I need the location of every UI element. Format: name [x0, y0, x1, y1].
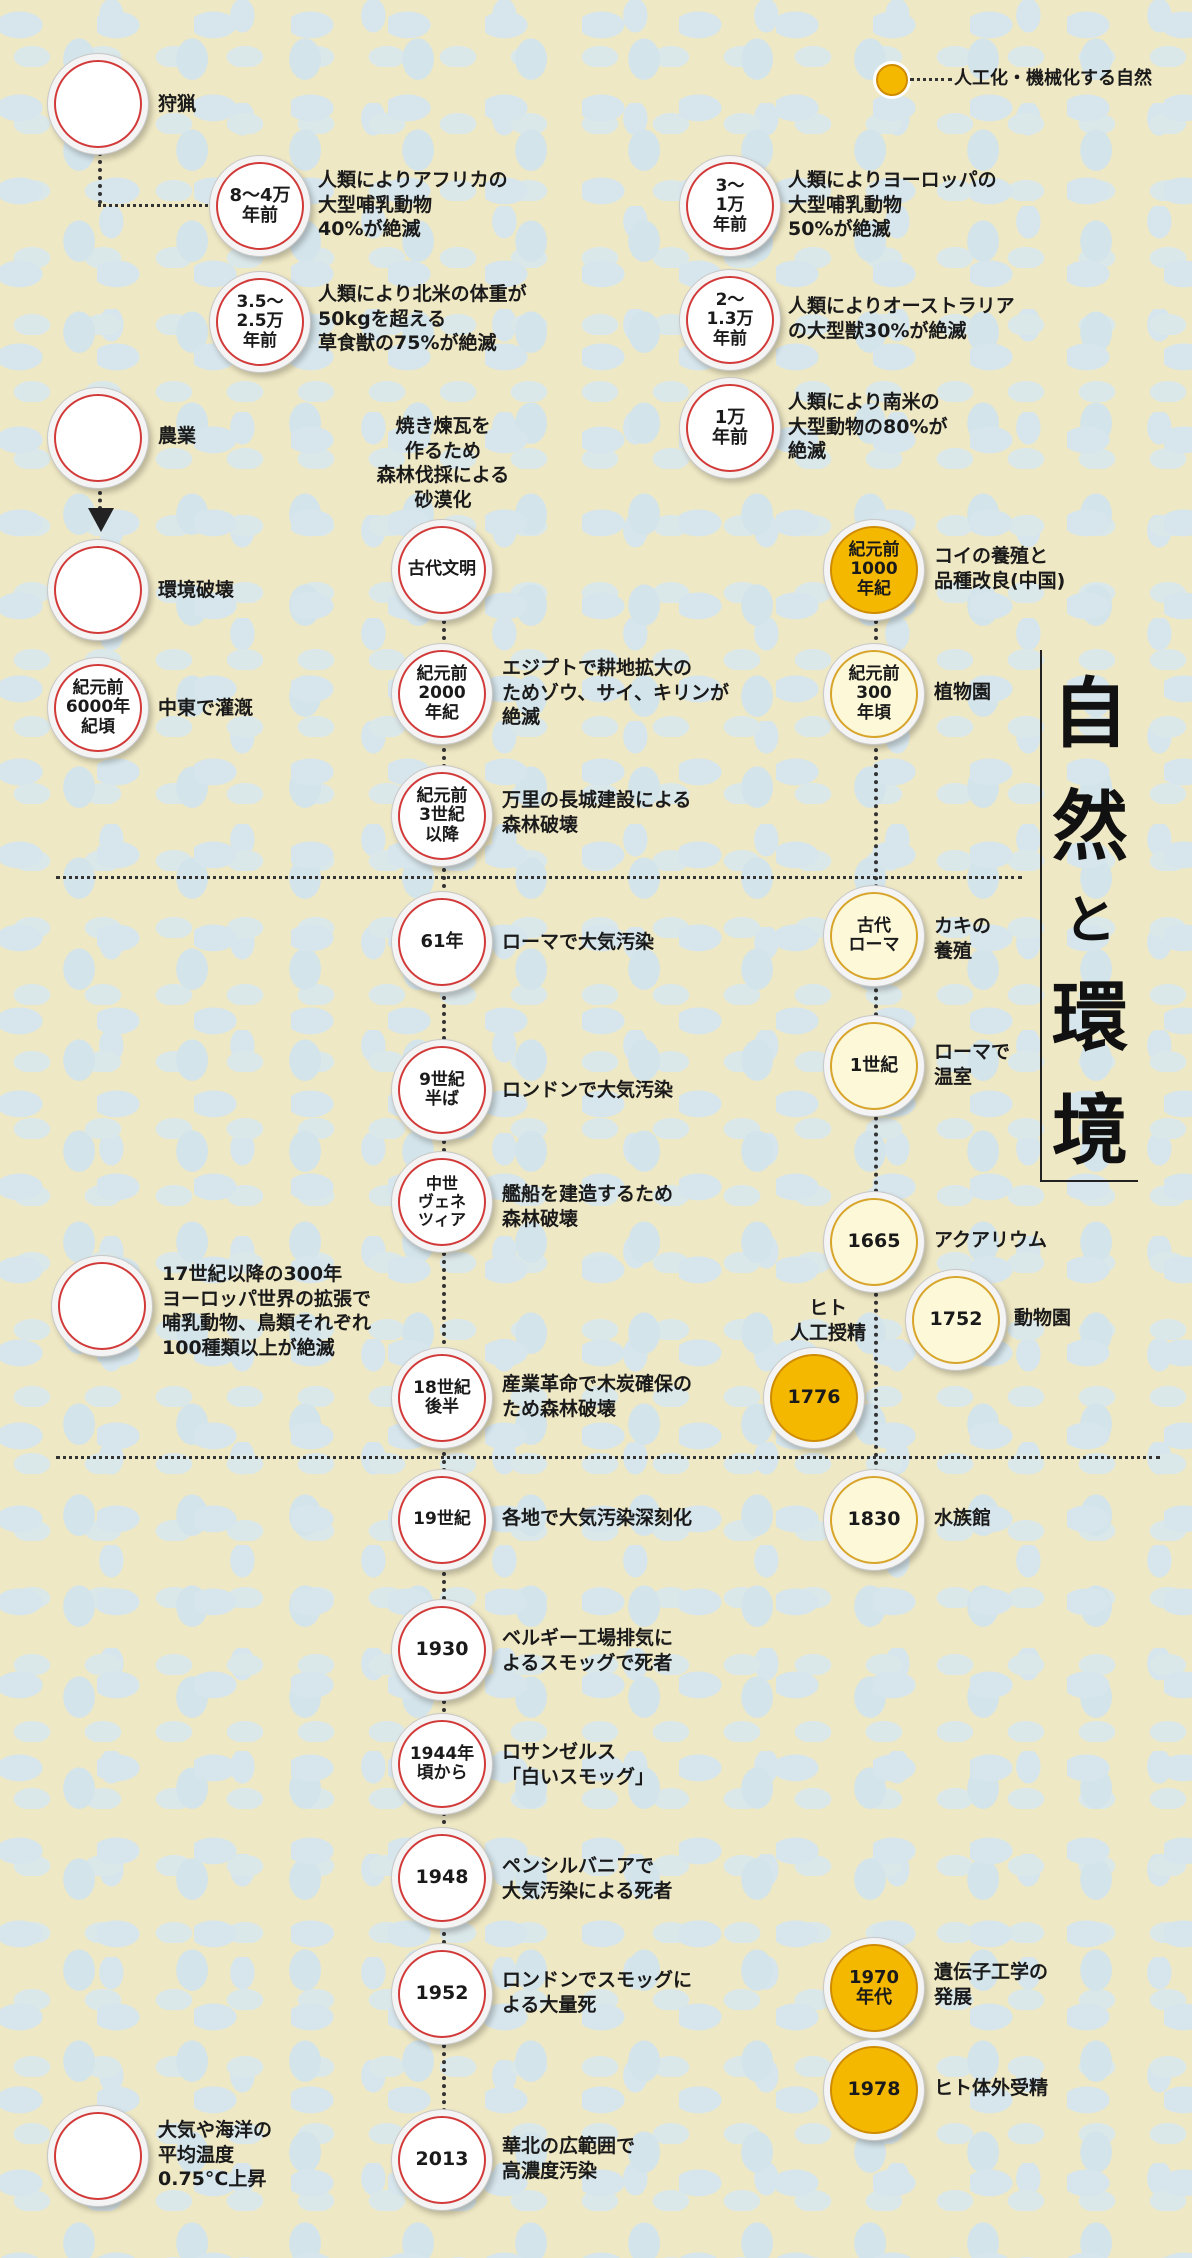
right-circle-10: 1978 — [830, 2046, 918, 2134]
center-circle-6: 18世紀 後半 — [398, 1354, 486, 1442]
center-circle-10: 1948 — [398, 1834, 486, 1922]
era-divider-1 — [56, 876, 1022, 879]
title-char-5: 境 — [1052, 1085, 1128, 1175]
right-circle-9: 1970 年代 — [830, 1944, 918, 2032]
right-text-9: 遺伝子工学の 発展 — [934, 1961, 1049, 2008]
event-circle-hunt-3: 3〜 1万 年前 — [686, 162, 774, 250]
center-circle-3: 61年 — [398, 898, 486, 986]
legend-gold-dot — [876, 64, 908, 96]
event-circle-hunt-1: 8〜4万 年前 — [216, 162, 304, 250]
right-circle-4: 1世紀 — [830, 1022, 918, 1110]
right-circle-8: 1830 — [830, 1476, 918, 1564]
right-text-2: 植物園 — [934, 681, 992, 703]
title-char-3: と — [1063, 889, 1116, 951]
center-text-12: 華北の広範囲で 高濃度汚染 — [502, 2135, 636, 2182]
event-circle-hunt-4: 2〜 1.3万 年前 — [686, 276, 774, 364]
ancient-circle: 古代文明 — [398, 526, 486, 614]
right-text-3: カキの 養殖 — [934, 915, 992, 962]
center-circle-7: 19世紀 — [398, 1476, 486, 1564]
center-text-3: ローマで大気汚染 — [502, 931, 655, 953]
agriculture-label: 農業 — [158, 425, 197, 447]
arrow-down-icon — [88, 508, 114, 532]
event-text-hunt-2: 人類により北米の体重が 50kgを超える 草食獣の75%が絶滅 — [318, 283, 527, 355]
hunting-circle — [54, 60, 142, 148]
legend-dotted-line — [910, 78, 952, 81]
center-text-7: 各地で大気汚染深刻化 — [502, 1507, 693, 1529]
center-text-8: ベルギー工場排気に よるスモッグで死者 — [502, 1627, 674, 1674]
title-char-4: 環 — [1052, 972, 1128, 1062]
right-circle-5: 1665 — [830, 1198, 918, 1286]
event-text-hunt-4: 人類によりオーストラリア の大型獣30%が絶滅 — [788, 295, 1015, 342]
left-circle-2 — [54, 2112, 142, 2200]
hunting-connector-h — [98, 204, 208, 207]
right-text-10: ヒト体外受精 — [934, 2077, 1049, 2099]
event-text-hunt-1: 人類によりアフリカの 大型哺乳動物 40%が絶滅 — [318, 169, 508, 241]
center-circle-4: 9世紀 半ば — [398, 1046, 486, 1134]
hunting-label: 狩猟 — [158, 93, 197, 115]
right-text-5: アクアリウム — [934, 1229, 1048, 1251]
center-text-9: ロサンゼルス 「白いスモッグ」 — [502, 1741, 655, 1788]
legend-label: 人工化・機械化する自然 — [954, 68, 1152, 89]
agriculture-connector — [98, 476, 102, 510]
title-char-1: 自 — [1052, 668, 1128, 758]
right-circle-6: 1752 — [912, 1276, 1000, 1364]
irrigation-text: 中東で灌漑 — [158, 697, 254, 719]
event-circle-hunt-2: 3.5〜 2.5万 年前 — [216, 278, 304, 366]
center-text-11: ロンドンでスモッグに よる大量死 — [502, 1969, 693, 2016]
event-text-hunt-5: 人類により南米の 大型動物の80%が 絶滅 — [788, 391, 948, 463]
env-destruction-circle — [54, 546, 142, 634]
right-text-8: 水族館 — [934, 1507, 992, 1529]
center-text-4: ロンドンで大気汚染 — [502, 1079, 674, 1101]
hunting-connector-v — [98, 152, 102, 204]
right-note-7: ヒト 人工授精 — [789, 1297, 866, 1344]
right-circle-7: 1776 — [770, 1354, 858, 1442]
center-circle-11: 1952 — [398, 1950, 486, 2038]
event-text-hunt-3: 人類によりヨーロッパの 大型哺乳動物 50%が絶滅 — [788, 169, 997, 241]
irrigation-circle: 紀元前 6000年 紀頃 — [54, 664, 142, 752]
left-text-1: 17世紀以降の300年 ヨーロッパ世界の拡張で 哺乳動物、鳥類それぞれ 100種… — [162, 1263, 372, 1360]
agriculture-circle — [54, 394, 142, 482]
left-circle-1 — [58, 1262, 146, 1350]
page-title: 自 然 と 環 境 — [1040, 650, 1138, 1182]
center-circle-5: 中世 ヴェネ ツィア — [398, 1158, 486, 1246]
center-text-5: 艦船を建造するため 森林破壊 — [502, 1183, 674, 1230]
right-circle-3: 古代 ローマ — [830, 892, 918, 980]
env-destruction-label: 環境破壊 — [158, 579, 235, 601]
center-circle-12: 2013 — [398, 2116, 486, 2204]
center-text-1: エジプトで耕地拡大の ためゾウ、サイ、キリンが 絶滅 — [502, 657, 730, 729]
right-circle-2: 紀元前 300 年頃 — [830, 650, 918, 738]
right-text-6: 動物園 — [1014, 1307, 1072, 1329]
ancient-note: 焼き煉瓦を 作るため 森林伐採による 砂漠化 — [376, 415, 510, 512]
center-text-2: 万里の長城建設による 森林破壊 — [502, 789, 692, 836]
era-divider-2 — [56, 1456, 1160, 1459]
right-text-1: コイの養殖と 品種改良(中国) — [934, 545, 1066, 592]
center-circle-2: 紀元前 3世紀 以降 — [398, 772, 486, 860]
event-circle-hunt-5: 1万 年前 — [686, 384, 774, 472]
center-text-10: ペンシルバニアで 大気汚染による死者 — [502, 1855, 673, 1902]
center-circle-1: 紀元前 2000 年紀 — [398, 650, 486, 738]
center-circle-8: 1930 — [398, 1606, 486, 1694]
right-text-4: ローマで 温室 — [934, 1041, 1011, 1088]
title-char-2: 然 — [1052, 781, 1128, 871]
center-text-6: 産業革命で木炭確保の ため森林破壊 — [502, 1373, 693, 1420]
left-text-2: 大気や海洋の 平均温度 0.75°C上昇 — [158, 2119, 273, 2191]
center-circle-9: 1944年 頃から — [398, 1720, 486, 1808]
right-circle-1: 紀元前 1000 年紀 — [830, 526, 918, 614]
